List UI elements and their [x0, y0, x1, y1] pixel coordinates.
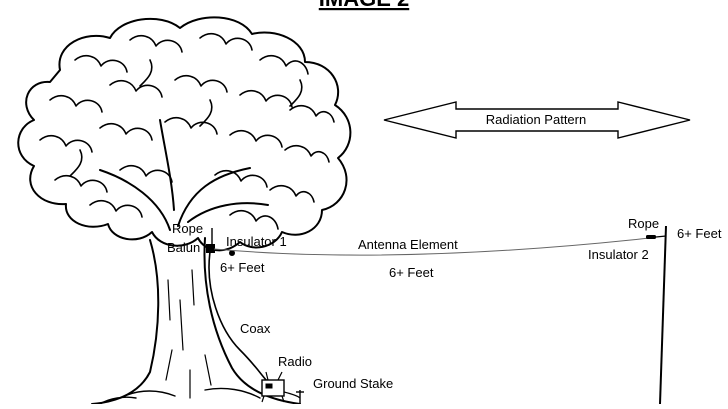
- tree-canopy-outline: [17, 16, 352, 252]
- antenna-element-label: Antenna Element: [358, 237, 458, 252]
- radio-icon: [261, 371, 285, 403]
- rope-pole-label: Rope: [628, 216, 659, 231]
- insulator-1-label: Insulator 1: [226, 234, 287, 249]
- rope-tree-label: Rope: [172, 221, 203, 236]
- radiation-pattern-label: Radiation Pattern: [486, 112, 586, 127]
- antenna-pole: [659, 225, 667, 405]
- radiation-pattern-arrow: [383, 101, 691, 139]
- insulator-2-icon: [646, 235, 656, 239]
- radio-label: Radio: [278, 354, 312, 369]
- coax-label: Coax: [240, 321, 271, 336]
- tree-trunk: [91, 237, 301, 405]
- tree-branches: [99, 119, 269, 231]
- coax-cable: [208, 251, 269, 383]
- insulator-1-icon: [229, 250, 235, 256]
- balun-label: Balun: [167, 240, 200, 255]
- six-feet-pole-label: 6+ Feet: [677, 226, 722, 241]
- image-heading: IMAGE 2: [319, 0, 409, 11]
- insulator-2-label: Insulator 2: [588, 247, 649, 262]
- balun-icon: [206, 244, 215, 253]
- tree-leaf-scribbles: [39, 32, 335, 230]
- six-feet-span-label: 6+ Feet: [389, 265, 434, 280]
- pole-rope: [655, 235, 667, 238]
- six-feet-tree-label: 6+ Feet: [220, 260, 265, 275]
- tree-roots: [99, 387, 261, 405]
- tree-bark-lines: [165, 269, 212, 399]
- ground-wire: [283, 391, 301, 399]
- tree-icon: [17, 16, 352, 405]
- ground-stake-icon: [296, 390, 304, 404]
- ground-stake-label: Ground Stake: [313, 376, 393, 391]
- antenna-element-wire: [213, 237, 651, 256]
